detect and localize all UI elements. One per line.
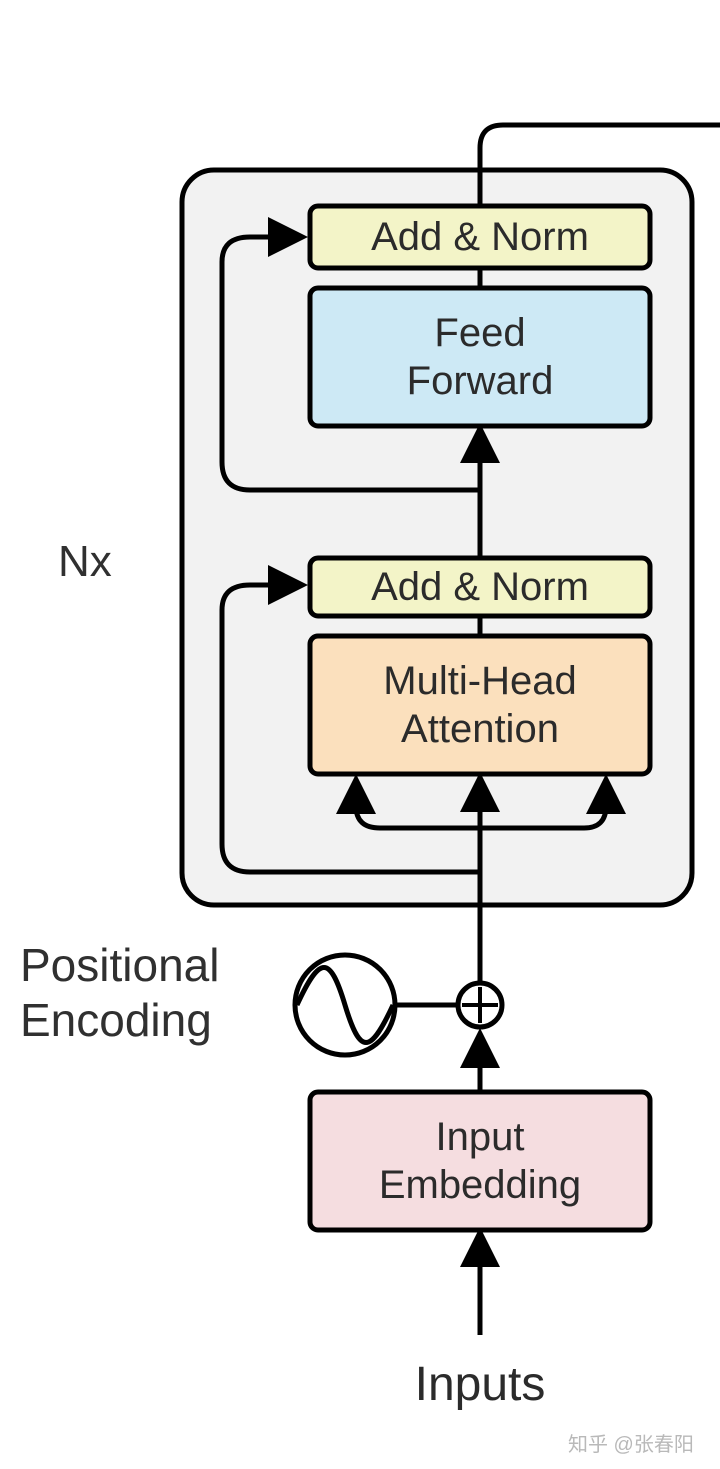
residual-connection: [219, 217, 480, 493]
feed-forward-line2: Forward: [406, 359, 554, 403]
feed-forward-line1: Feed: [434, 311, 526, 355]
mha-line2: Attention: [401, 707, 559, 751]
positional-line1: Positional: [20, 939, 220, 991]
attention-split-arrows: [336, 774, 480, 831]
positional-encoding-label: Positional Encoding: [20, 938, 219, 1048]
attention-split-arrows: [480, 774, 626, 831]
add-norm-top-box: [307, 203, 653, 271]
multi-head-attention-label: Multi-Head Attention: [310, 636, 650, 774]
input-embedding-box: [307, 1089, 653, 1233]
watermark: 知乎 @张春阳: [568, 1434, 694, 1456]
inputs-label: Inputs: [414, 1358, 546, 1411]
sine-wave-icon: [294, 965, 396, 1045]
positional-line2: Encoding: [20, 994, 212, 1047]
mha-line1: Multi-Head: [383, 659, 577, 703]
input-embedding-label: Input Embedding: [310, 1092, 650, 1230]
encoder-layer-frame: [179, 167, 695, 908]
feed-forward-label: Feed Forward: [310, 288, 650, 426]
add-norm-top-label: Add & Norm: [371, 215, 589, 259]
multi-head-attention-box: [307, 633, 653, 777]
add-norm-bottom-box: [307, 555, 653, 619]
feed-forward-box: [307, 285, 653, 429]
embedding-line1: Input: [435, 1115, 525, 1159]
embedding-line2: Embedding: [378, 1163, 582, 1207]
add-norm-bottom-label: Add & Norm: [371, 565, 589, 609]
output-connector: [477, 122, 720, 205]
residual-connection: [219, 565, 480, 875]
repeat-count-label: Nx: [58, 537, 112, 586]
